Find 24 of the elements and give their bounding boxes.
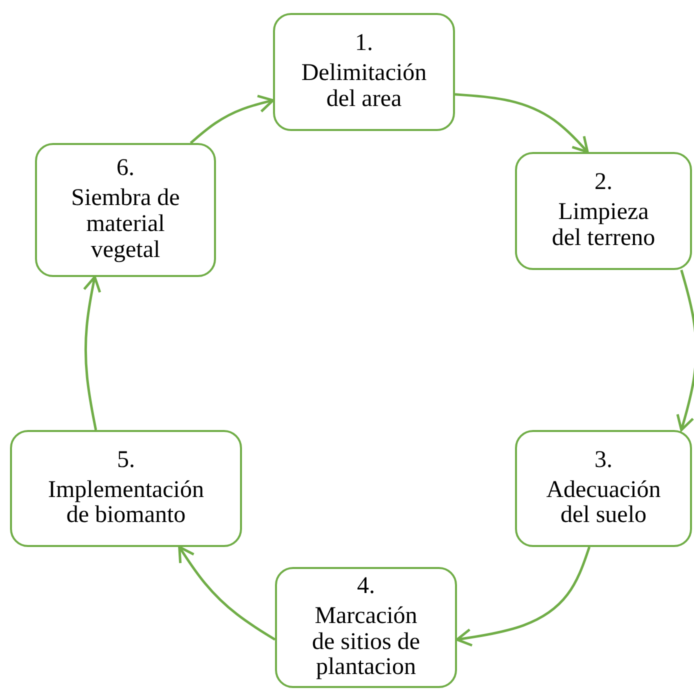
step-label: Implementación de biomanto — [47, 478, 205, 530]
arrow — [454, 93, 589, 154]
arrow — [82, 276, 102, 430]
process-box — [515, 430, 692, 547]
step-number: 6. — [116, 156, 134, 182]
process-box — [35, 143, 216, 277]
process-box — [10, 430, 242, 547]
step-number: 2. — [594, 170, 612, 196]
step-number: 3. — [594, 448, 612, 474]
process-box — [273, 13, 455, 131]
step-label: Marcación de sitios de plantacion — [311, 604, 421, 682]
process-box — [515, 152, 692, 270]
step-number: 5. — [117, 448, 135, 474]
step-label: Delimitación del area — [300, 61, 428, 113]
arrow — [190, 94, 274, 144]
arrow — [676, 270, 694, 432]
step-label: Limpieza del terreno — [550, 200, 656, 252]
step-label: Siembra de material vegetal — [70, 186, 181, 264]
step-number: 1. — [355, 31, 373, 58]
process-box — [275, 567, 457, 688]
step-label: Adecuación del suelo — [545, 478, 662, 530]
arrow — [178, 546, 276, 641]
step-number: 4. — [357, 574, 375, 600]
arrow — [456, 546, 591, 647]
